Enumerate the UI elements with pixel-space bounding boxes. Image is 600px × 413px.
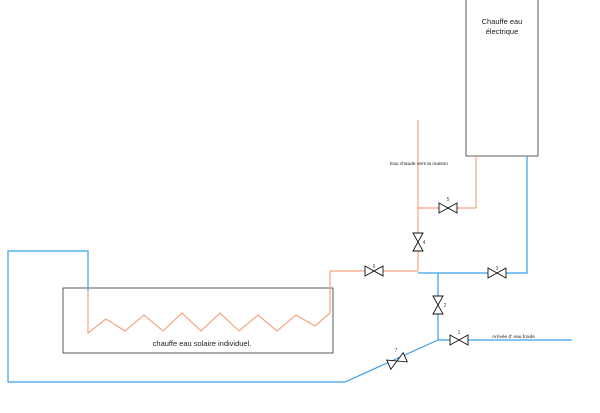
valve-6-label: 6 — [373, 264, 376, 270]
heater-label-line2: électrique — [486, 27, 519, 36]
valve-2-label: 2 — [444, 303, 447, 309]
solar-water-heater — [62, 287, 334, 354]
valve-2[interactable] — [432, 295, 444, 315]
valve-1[interactable] — [449, 334, 469, 346]
valve-7[interactable] — [386, 351, 408, 371]
hot-water-pipes — [87, 120, 477, 335]
valve-4[interactable] — [412, 232, 424, 252]
valve-5[interactable] — [438, 202, 458, 214]
heater-label-line1: Chauffe eau — [482, 17, 523, 26]
valve-3-label: 3 — [496, 266, 499, 272]
heater-cold-inlet-pipe — [418, 156, 528, 274]
valve-4-label: 4 — [423, 240, 426, 246]
solar-heater-label: chauffe eau solaire individuel. — [153, 339, 252, 348]
cold-water-pipes — [7, 156, 572, 383]
valve-7-label: 7 — [395, 348, 398, 354]
valve-5-label: 5 — [447, 197, 450, 203]
valve-1-label: 1 — [458, 330, 461, 336]
cold-inlet-label: Arrivée d' eau froide — [492, 334, 535, 340]
solar-coil — [87, 271, 331, 335]
valve-6[interactable] — [364, 265, 384, 277]
solar-cold-feed-pipe — [7, 250, 439, 383]
hot-to-house-label: Eau chaude vers la maison — [390, 161, 448, 167]
valve-3[interactable] — [487, 267, 507, 279]
electric-water-heater — [465, 0, 539, 157]
